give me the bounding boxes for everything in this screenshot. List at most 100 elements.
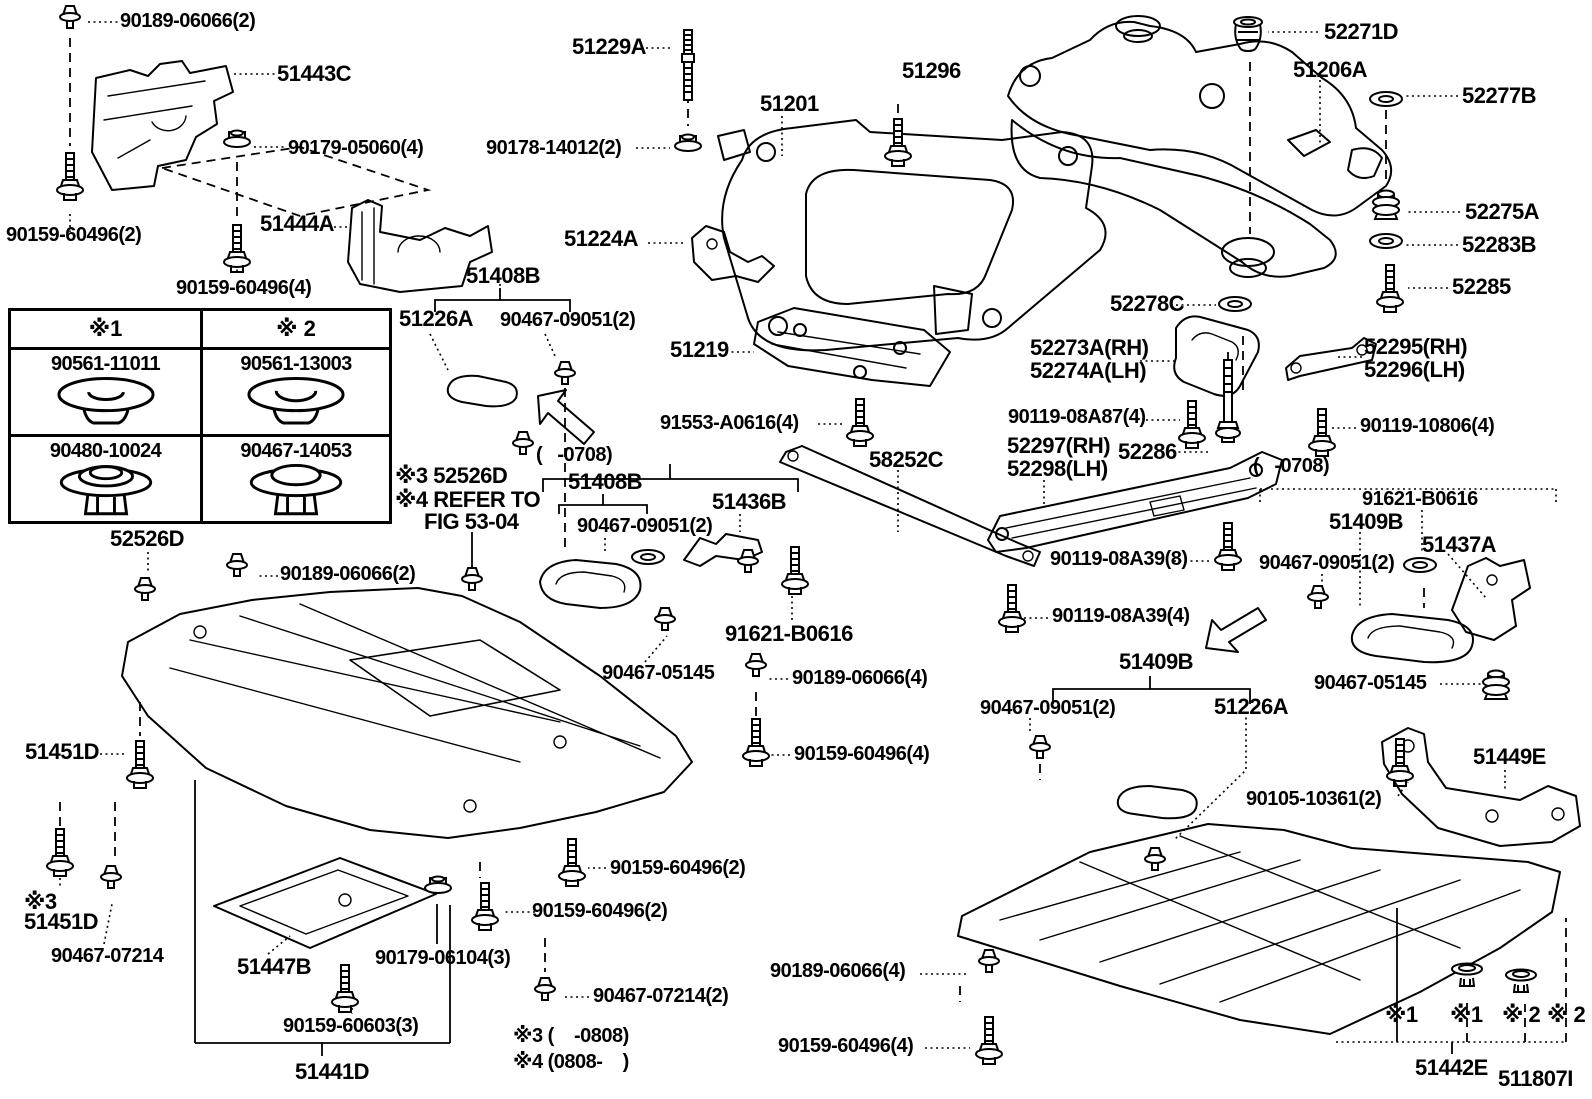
- date-range-note: ( -0708): [1253, 455, 1330, 477]
- part-label: 51443C: [277, 61, 352, 86]
- front-brace-art: [779, 445, 1041, 567]
- pad-51408B-art: [539, 559, 642, 609]
- part-label: 90119-10806(4): [1360, 415, 1495, 437]
- pad-51226A-art: [446, 374, 518, 408]
- projection-lines-dashed: [59, 38, 1567, 1042]
- table-header-mark1: ※1: [88, 316, 123, 341]
- part-label: 51201: [760, 91, 819, 116]
- part-label: 52273A(RH): [1030, 335, 1149, 360]
- part-label: 90159-60496(2): [610, 857, 746, 879]
- bracket-51436B-art: [683, 533, 763, 567]
- part-label: 52285: [1452, 274, 1511, 299]
- part-label: 90467-09051(2): [500, 309, 636, 331]
- direction-arrow-icon: [1205, 607, 1267, 653]
- plug-illustration: [59, 465, 152, 516]
- direction-arrow-icon: [537, 389, 595, 445]
- footnote-label: ※3 ( -0808): [513, 1025, 629, 1047]
- pad-51409B-bottom-art: [1116, 785, 1198, 820]
- part-label: 51447B: [237, 954, 312, 979]
- bracket-51449E-art: [1381, 727, 1581, 847]
- part-label: 52275A: [1465, 199, 1540, 224]
- stiffener-plate-art: [753, 307, 951, 387]
- part-label: 90467-09051(2): [1259, 552, 1395, 574]
- footnote-mark: ※ 2: [1547, 1002, 1586, 1027]
- part-label: 51437A: [1422, 532, 1497, 557]
- part-label: 51296: [902, 58, 961, 83]
- part-label: 52296(LH): [1364, 357, 1465, 382]
- footnote-mark: ※1: [1450, 1002, 1483, 1027]
- part-label: 90467-09051(2): [980, 697, 1116, 719]
- footnote-mark: ※1: [1385, 1002, 1418, 1027]
- part-label: 90467-05145: [1314, 672, 1427, 694]
- part-label: 90159-60496(4): [794, 743, 930, 765]
- part-label: 51409B: [1329, 509, 1404, 534]
- part-label: 58252C: [869, 447, 944, 472]
- part-label: 90159-60496(4): [176, 277, 312, 299]
- part-label: 51444A: [260, 211, 335, 236]
- leader-lines-dotted: [59, 21, 1566, 1049]
- part-number: 90561-13003: [240, 353, 352, 375]
- part-label: 90467-07214: [51, 945, 164, 967]
- part-label: 51206A: [1293, 57, 1368, 82]
- table-cell: 90467-14053: [200, 434, 389, 521]
- part-label: 90105-10361(2): [1246, 788, 1382, 810]
- footnote-label: ※4 (0808- ): [513, 1051, 629, 1073]
- part-label: 90179-06104(3): [375, 947, 511, 969]
- rear-crossmember-art: [987, 451, 1283, 553]
- rear-floor-cover-art: [957, 823, 1561, 1035]
- shield-bracket-art: [347, 199, 493, 293]
- part-label: 51408B: [466, 263, 541, 288]
- pad-51409B-right-art: [1350, 613, 1474, 664]
- front-shield-art: [91, 60, 234, 191]
- part-label: 90159-60603(3): [283, 1015, 419, 1037]
- part-label: 90119-08A87(4): [1008, 406, 1146, 428]
- part-number: 90480-10024: [49, 440, 162, 462]
- footnote-label: FIG 53-04: [424, 509, 519, 534]
- part-label: 51451D: [25, 739, 100, 764]
- substitution-table: ※1 ※ 2 90561-11011 90561-13003: [8, 308, 392, 524]
- part-label: 52298(LH): [1007, 456, 1108, 481]
- part-label: 51229A: [572, 34, 647, 59]
- part-label: 51226A: [1214, 694, 1289, 719]
- part-label: 51442E: [1415, 1055, 1488, 1080]
- part-label: 52295(RH): [1364, 334, 1468, 359]
- footnote-label: ※3 52526D: [395, 463, 508, 488]
- part-label: 52277B: [1462, 83, 1537, 108]
- grommet-illustration: [56, 376, 155, 425]
- lower-cover-51447B-art: [213, 857, 437, 949]
- table-header-mark2: ※ 2: [200, 311, 389, 347]
- part-label: 90159-60496(2): [6, 224, 142, 246]
- part-label: 90467-07214(2): [593, 985, 729, 1007]
- footnote-label: ※3: [24, 889, 57, 914]
- table-cell: 90561-13003: [200, 347, 389, 434]
- part-label: 91621-B0616: [725, 621, 853, 646]
- part-number: 90467-14053: [240, 440, 352, 462]
- damper-mass-art: [1173, 315, 1260, 397]
- part-label: 51219: [670, 337, 729, 362]
- part-label: 51449E: [1473, 744, 1546, 769]
- table-cell: 90561-11011: [11, 347, 200, 434]
- figure-code: 511807I: [1498, 1066, 1573, 1091]
- part-label: 90189-06066(4): [792, 667, 928, 689]
- part-label: 90159-60496(4): [778, 1035, 914, 1057]
- footnote-mark: ※ 2: [1502, 1002, 1541, 1027]
- part-label: 51408B: [568, 469, 643, 494]
- rear-suspension-member-art: [1007, 15, 1393, 278]
- part-label: 90119-08A39(4): [1052, 605, 1190, 627]
- plug-illustration: [249, 463, 343, 516]
- bracket-51437A-art: [1451, 557, 1531, 641]
- part-label: 52278C: [1110, 291, 1185, 316]
- part-label: 90159-60496(2): [532, 900, 668, 922]
- part-label: 90189-06066(2): [280, 563, 416, 585]
- part-label: 51441D: [295, 1059, 370, 1084]
- part-label: 90189-06066(2): [120, 10, 256, 32]
- grommet-illustration: [247, 376, 345, 425]
- part-label: 90467-05145: [602, 662, 715, 684]
- part-label: 91553-A0616(4): [660, 412, 799, 434]
- part-label: 52283B: [1462, 232, 1537, 257]
- part-label: 52274A(LH): [1030, 358, 1147, 383]
- part-label: 51436B: [712, 489, 787, 514]
- part-label: 91621-B0616: [1362, 488, 1478, 510]
- part-label: 52526D: [110, 526, 185, 551]
